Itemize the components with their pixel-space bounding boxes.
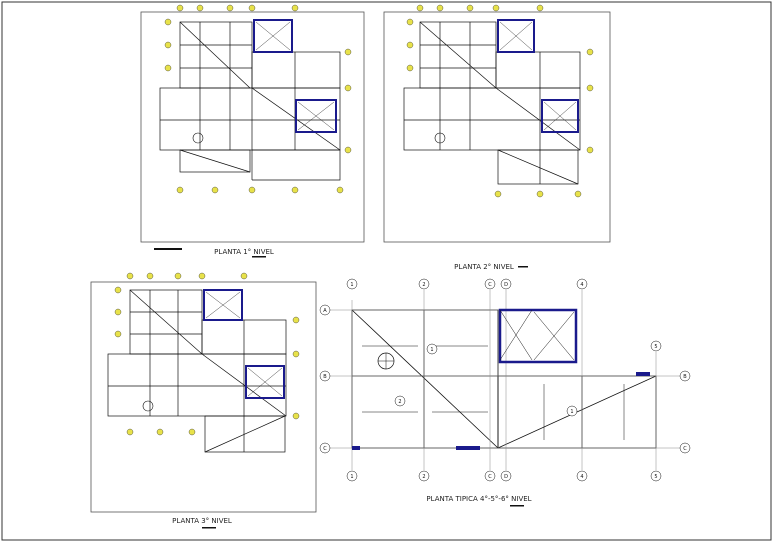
plan-1-scale-bar bbox=[154, 248, 182, 250]
plan-4-grid-bubbles bbox=[319, 278, 691, 482]
svg-text:D: D bbox=[504, 282, 508, 288]
svg-text:C: C bbox=[683, 446, 687, 452]
plan-2-frame bbox=[383, 11, 611, 243]
svg-text:C: C bbox=[323, 446, 327, 452]
svg-text:4: 4 bbox=[580, 474, 583, 480]
plan-3-underline bbox=[202, 527, 216, 529]
svg-text:B: B bbox=[323, 374, 327, 380]
svg-text:4: 4 bbox=[580, 282, 583, 288]
span-label-1a: 1 bbox=[430, 347, 433, 353]
svg-text:D: D bbox=[504, 474, 508, 480]
plan-1-frame bbox=[140, 11, 365, 243]
plan-3-caption: PLANTA 3° NIVEL bbox=[172, 517, 232, 525]
plan-4-underline bbox=[510, 505, 524, 507]
svg-text:A: A bbox=[323, 308, 327, 314]
svg-text:2: 2 bbox=[422, 282, 425, 288]
svg-text:C: C bbox=[488, 474, 492, 480]
plan-4-grid-bubble-text: 1 2 C D 4 5 1 2 C D 4 5 A B C B C bbox=[323, 282, 687, 480]
plan-2-underline bbox=[518, 266, 528, 268]
plan-1-caption: PLANTA 1° NIVEL bbox=[214, 248, 274, 256]
plan-2-drawing bbox=[383, 4, 611, 243]
plan-4-span-labels: 1 2 1 bbox=[394, 343, 578, 417]
plan-1-underline bbox=[252, 256, 266, 258]
svg-text:1: 1 bbox=[350, 474, 353, 480]
plan-3-drawing bbox=[90, 272, 317, 513]
svg-text:C: C bbox=[488, 282, 492, 288]
plan-4-drawing: 1 2 1 1 2 C D 4 5 1 2 C D 4 5 A B C bbox=[319, 278, 691, 482]
plan-4-caption: PLANTA TIPICA 4°-5°-6° NIVEL bbox=[426, 495, 531, 503]
span-label-1b: 1 bbox=[570, 409, 573, 415]
svg-text:5: 5 bbox=[654, 344, 657, 350]
span-label-2: 2 bbox=[398, 399, 401, 405]
svg-text:1: 1 bbox=[350, 282, 353, 288]
svg-text:B: B bbox=[683, 374, 687, 380]
plan-1-drawing bbox=[140, 4, 365, 243]
plan-3-frame bbox=[90, 281, 317, 513]
stair-core bbox=[498, 308, 578, 364]
svg-text:2: 2 bbox=[422, 474, 425, 480]
plan-2-caption: PLANTA 2° NIVEL bbox=[454, 263, 514, 271]
svg-text:5: 5 bbox=[654, 474, 657, 480]
